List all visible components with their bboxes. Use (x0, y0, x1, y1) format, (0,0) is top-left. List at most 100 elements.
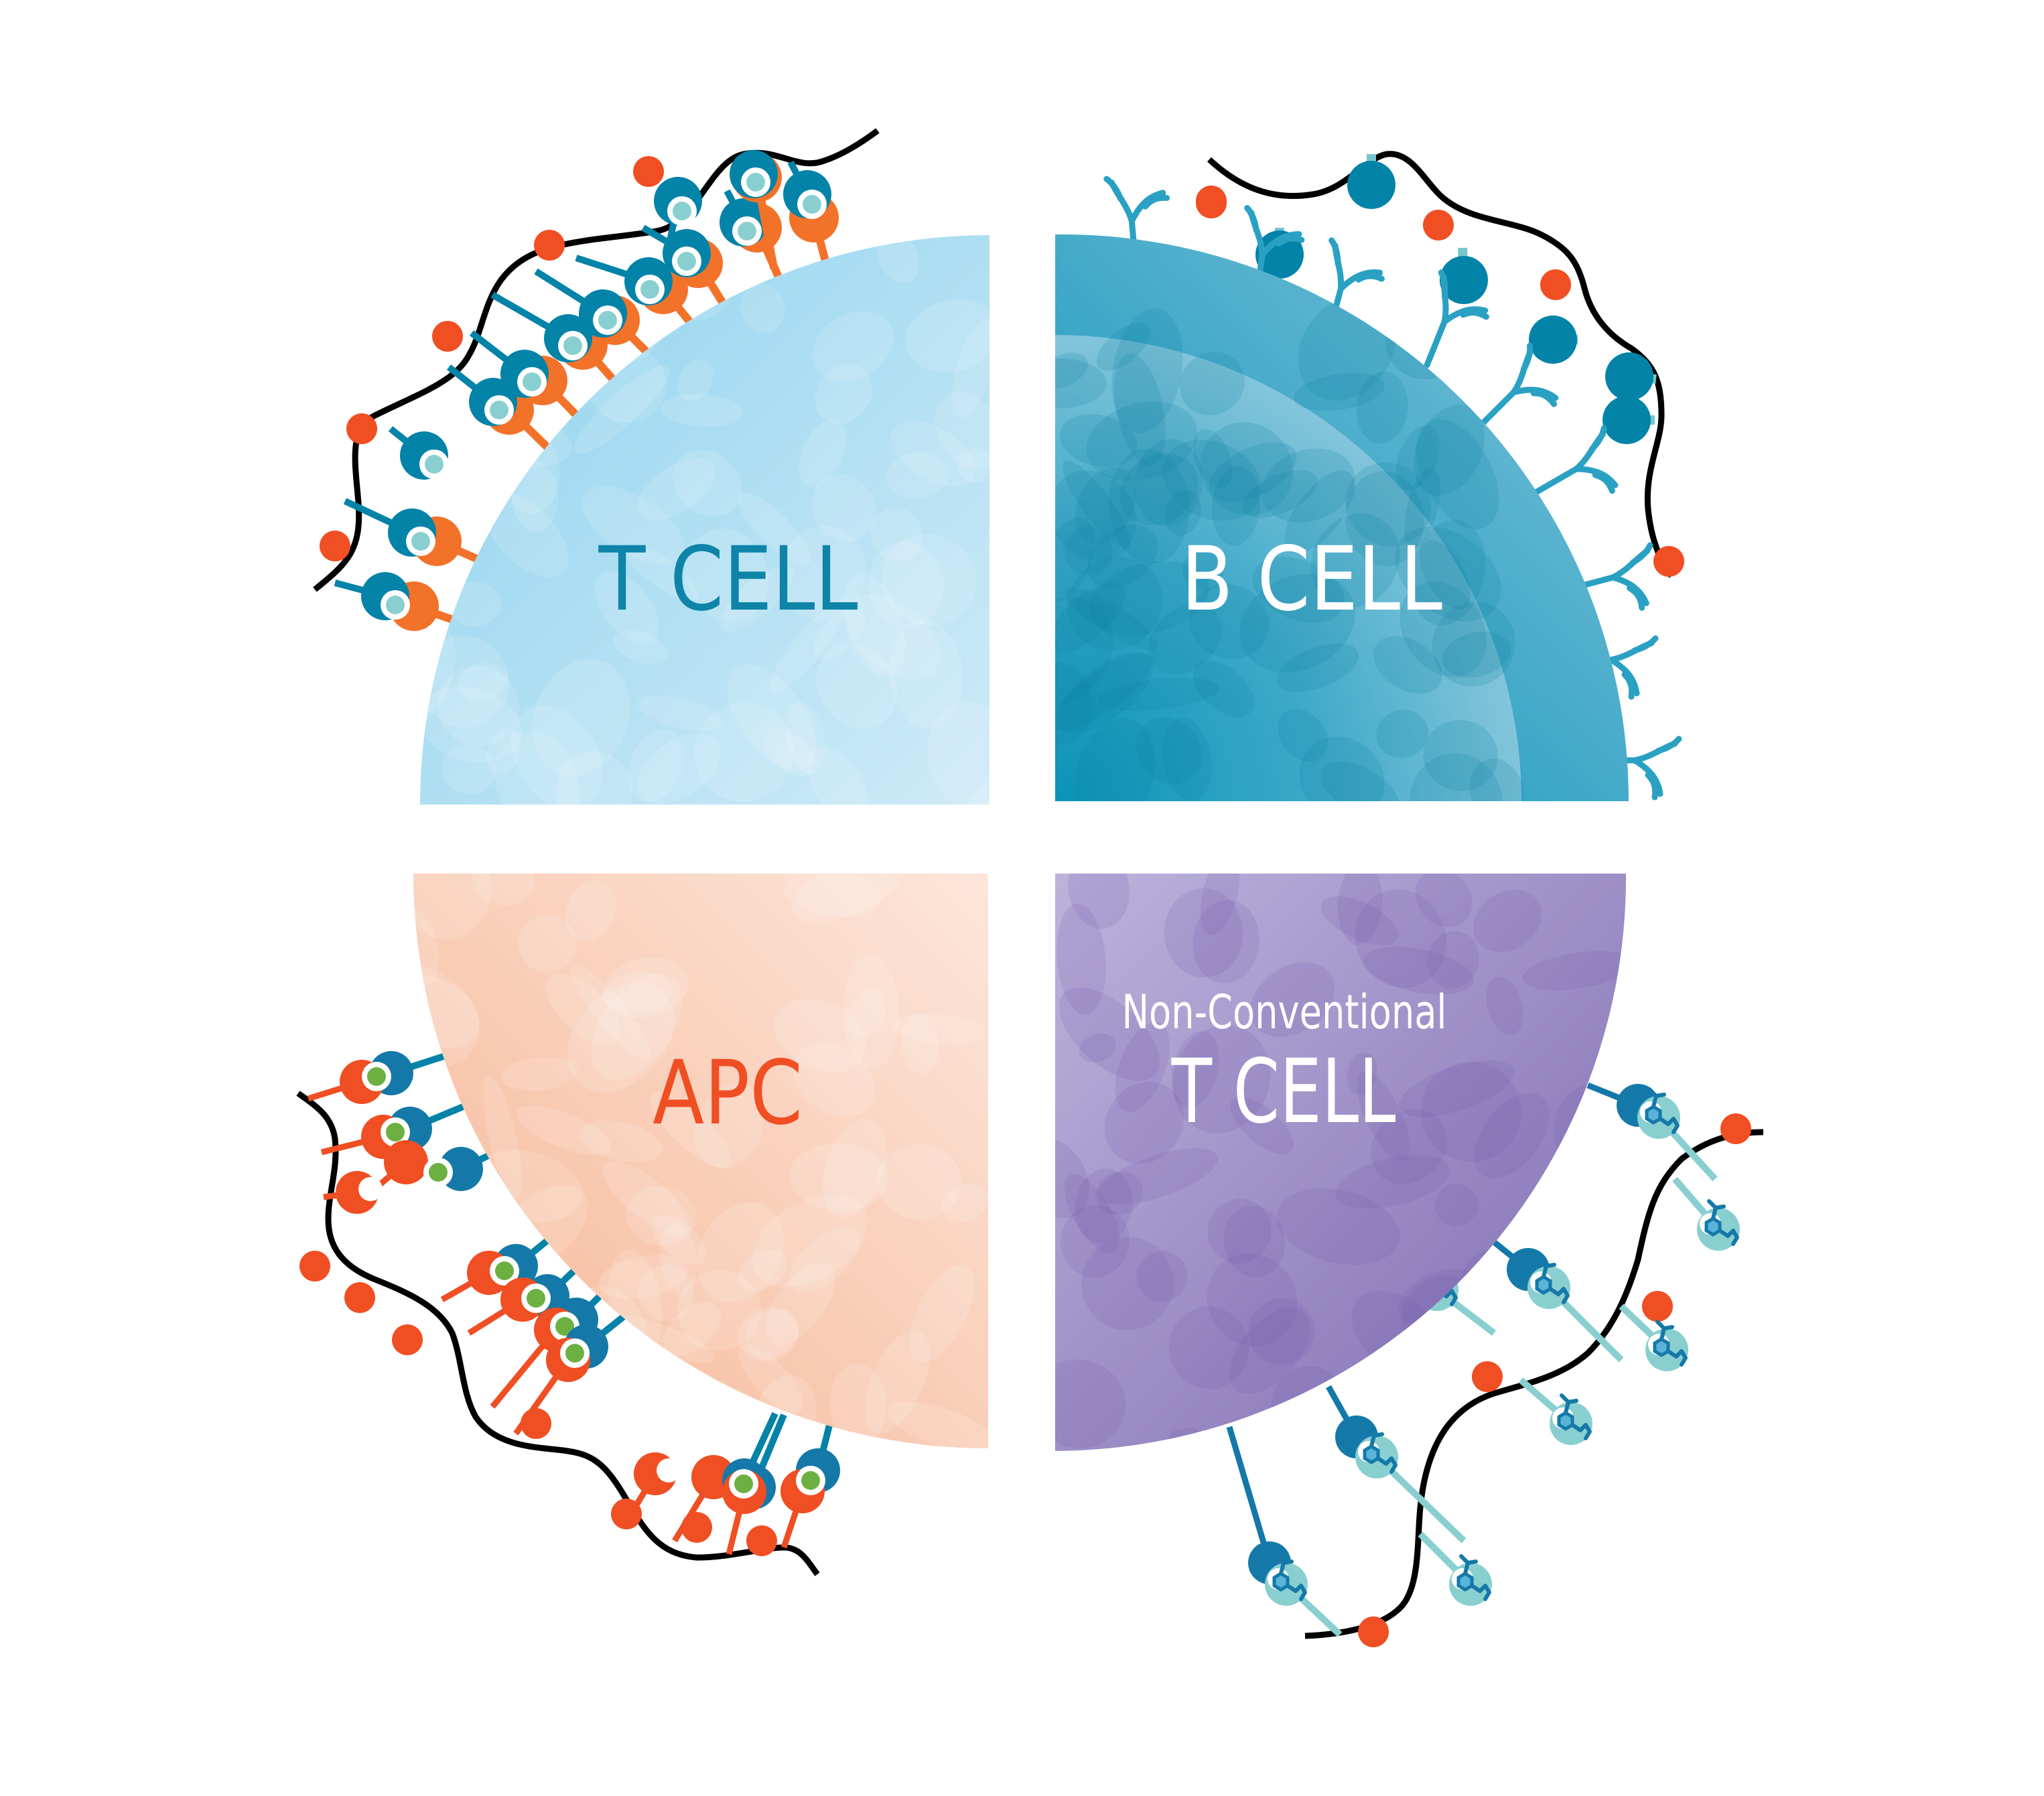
peptide-icon (734, 1474, 753, 1493)
antibody-arm-left (1510, 348, 1534, 396)
texture-blob (1119, 453, 1199, 525)
texture-blob (1097, 677, 1220, 711)
texture-blob (1055, 652, 1153, 731)
texture-blob (1284, 470, 1355, 554)
texture-blob (1193, 429, 1233, 489)
texture-blob (1398, 1060, 1515, 1117)
antibody-light-left (1438, 269, 1448, 299)
texture-blob (1104, 1081, 1184, 1164)
texture-blob (1188, 583, 1270, 659)
texture-blob (420, 635, 510, 728)
antibody-light-left (1631, 635, 1659, 654)
membrane-curve (296, 1091, 820, 1576)
antibody-stem (1424, 318, 1448, 368)
tcr-pmhc-complex (783, 160, 839, 283)
lipid-head (1560, 1393, 1578, 1415)
texture-blob (1067, 557, 1163, 650)
tcr-pmhc-complex (446, 364, 566, 466)
antigen-ball-icon (1347, 161, 1395, 209)
lipid-tail (1718, 1229, 1739, 1246)
texture-blob (793, 1041, 876, 1117)
cd1-lipid-complex (1226, 1426, 1343, 1637)
texture-blob (1242, 470, 1318, 518)
red-dot-icon (1653, 546, 1684, 577)
texture-blob (1207, 1198, 1272, 1264)
nc-t-cell-body (1055, 874, 1627, 1451)
texture-blob (1111, 308, 1183, 433)
texture-blob (847, 988, 888, 1038)
texture-blob (927, 701, 990, 805)
lipid-head (1707, 1199, 1726, 1221)
b-cell-quadrant[interactable]: B CELL (985, 234, 1629, 860)
texture-blob (1059, 414, 1138, 468)
texture-blob (1168, 1306, 1249, 1389)
texture-blob (1055, 470, 1137, 561)
texture-blob (886, 452, 949, 499)
texture-blob (613, 630, 669, 665)
mhc-peptide-complex (780, 1405, 840, 1549)
texture-blob (1434, 1183, 1479, 1227)
texture-blob (1567, 1127, 1627, 1204)
texture-blob (1055, 517, 1095, 602)
texture-blob (1108, 448, 1190, 564)
texture-blob (1058, 651, 1154, 734)
texture-blob (518, 914, 576, 973)
texture-blob (816, 643, 898, 729)
texture-blob (1055, 352, 1089, 389)
texture-blob (1278, 709, 1328, 762)
texture-blob (1055, 358, 1107, 409)
texture-blob (470, 1336, 520, 1385)
texture-blob (1209, 442, 1297, 502)
texture-blob (1193, 900, 1259, 983)
antibody-light-left (1328, 237, 1341, 267)
antibody-icon (1103, 176, 1170, 245)
tcr-pmhc-complex (388, 426, 449, 480)
peptide-icon (801, 1471, 820, 1490)
texture-blob (935, 391, 990, 470)
mhc-peptide-complex (722, 1411, 778, 1556)
texture-blob (626, 545, 699, 601)
texture-blob (677, 1270, 762, 1351)
texture-blob (1171, 1030, 1219, 1109)
antibody-light-left (1588, 425, 1607, 452)
texture-blob (1320, 896, 1399, 945)
texture-blob (1252, 557, 1345, 623)
membrane-curve (1304, 1129, 1764, 1639)
texture-blob (901, 1013, 939, 1075)
texture-blob (437, 666, 520, 747)
antigen-icon (386, 596, 405, 614)
texture-blob (494, 730, 580, 805)
antigen-icon (746, 173, 765, 192)
texture-blob (1373, 636, 1442, 694)
texture-blob (1164, 490, 1202, 536)
texture-blob (1574, 1192, 1627, 1305)
texture-blob (784, 874, 882, 918)
mhc-head-icon (384, 1140, 428, 1184)
antigen-icon (738, 222, 756, 240)
texture-blob (1415, 874, 1473, 928)
texture-blob (1416, 419, 1499, 530)
antigen-icon (803, 195, 821, 214)
texture-blob (625, 1186, 697, 1246)
antibody-arm-right (1608, 657, 1640, 697)
antibody-icon (1477, 342, 1559, 429)
peptide-icon (386, 1123, 405, 1142)
texture-blob (570, 964, 650, 1059)
texture-blob (582, 486, 685, 565)
nc-t-cell-quadrant[interactable]: Non-Conventional T CELL (1008, 843, 1681, 1493)
antigen-icon (523, 372, 541, 391)
antibody-light-right (1142, 194, 1170, 210)
red-dot-icon (1720, 1113, 1751, 1144)
texture-blob (1248, 1298, 1315, 1365)
texture-blob (799, 419, 847, 488)
texture-blob (888, 619, 963, 730)
texture-blob (1211, 465, 1261, 546)
membrane-curve (1207, 151, 1674, 578)
antibody-light-left (1244, 204, 1259, 234)
texture-blob (1087, 525, 1158, 589)
texture-blob (1055, 1137, 1089, 1219)
peptide-icon (527, 1289, 545, 1308)
texture-blob (532, 659, 630, 776)
texture-blob (778, 525, 866, 621)
